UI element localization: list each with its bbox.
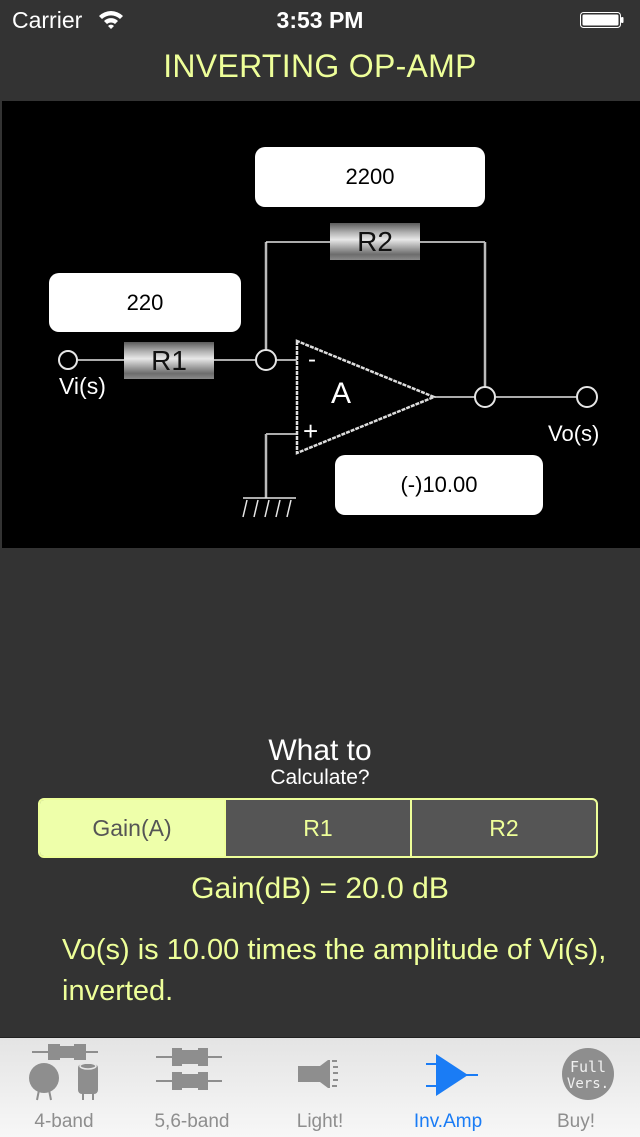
vi-label: Vi(s) xyxy=(59,373,106,399)
clock: 3:53 PM xyxy=(276,7,364,33)
calculate-segmented-control[interactable]: Gain(A) R1 R2 xyxy=(38,798,598,858)
tab-label: 5,6-band xyxy=(154,1111,230,1132)
badge-line1: Full xyxy=(570,1058,606,1076)
page-title: INVERTING OP-AMP xyxy=(163,48,477,84)
ground-icon xyxy=(242,497,296,518)
r1-value-field[interactable]: 220 xyxy=(49,273,241,332)
minus-label: - xyxy=(308,346,316,373)
gain-value-field[interactable]: (-)10.00 xyxy=(335,455,543,515)
vo-label: Vo(s) xyxy=(548,421,600,446)
r2-resistor: R2 xyxy=(330,223,420,260)
full-version-icon: Full Vers. xyxy=(562,1048,614,1100)
carrier-label: Carrier xyxy=(12,7,83,33)
vo-terminal xyxy=(576,386,598,408)
tab-label: Buy! xyxy=(556,1111,596,1132)
calculate-subheading: Calculate? xyxy=(270,766,370,789)
output-junction xyxy=(474,386,496,408)
r1-label: R1 xyxy=(151,344,187,376)
circuit-wires xyxy=(58,241,598,518)
flashlight-icon xyxy=(298,1060,338,1088)
resistor-capacitor-icon xyxy=(29,1044,98,1101)
tab-inv-amp[interactable]: Inv.Amp xyxy=(384,1038,512,1137)
tab-label: Light! xyxy=(296,1111,344,1132)
calculate-heading: What to xyxy=(268,734,372,767)
r1-resistor: R1 xyxy=(124,342,214,379)
plus-label: + xyxy=(303,416,319,446)
battery-icon xyxy=(580,12,624,28)
tab-light[interactable]: Light! xyxy=(256,1038,384,1137)
result-description: Vo(s) is 10.00 times the amplitude of Vi… xyxy=(62,934,607,1007)
wifi-icon xyxy=(99,11,123,29)
tab-5-6-band[interactable]: 5,6-band xyxy=(128,1038,256,1137)
tab-buy[interactable]: Full Vers. Buy! xyxy=(512,1038,640,1137)
amp-label: A xyxy=(331,377,352,410)
tab-bar: 4-band 5,6-band xyxy=(0,1037,640,1137)
tab-label: 4-band xyxy=(34,1111,94,1132)
two-resistors-icon xyxy=(156,1048,222,1090)
r2-label: R2 xyxy=(357,225,393,257)
segment-r2[interactable]: R2 xyxy=(410,800,596,856)
vi-terminal xyxy=(58,350,78,370)
inverting-junction xyxy=(255,349,277,371)
status-bar: Carrier 3:53 PM xyxy=(0,0,640,40)
tab-label: Inv.Amp xyxy=(413,1111,483,1132)
circuit-diagram: 2200 220 (-)10.00 R2 R1 - A + Vi(s) Vo(s… xyxy=(2,101,640,548)
badge-line2: Vers. xyxy=(567,1076,609,1092)
gain-db-readout: Gain(dB) = 20.0 dB xyxy=(191,872,449,905)
op-amp-icon xyxy=(426,1054,478,1096)
segment-r1[interactable]: R1 xyxy=(224,800,410,856)
r2-value-field[interactable]: 2200 xyxy=(255,147,485,207)
segment-gain[interactable]: Gain(A) xyxy=(40,800,224,856)
tab-4-band[interactable]: 4-band xyxy=(0,1038,128,1137)
op-amp-triangle xyxy=(295,339,438,455)
